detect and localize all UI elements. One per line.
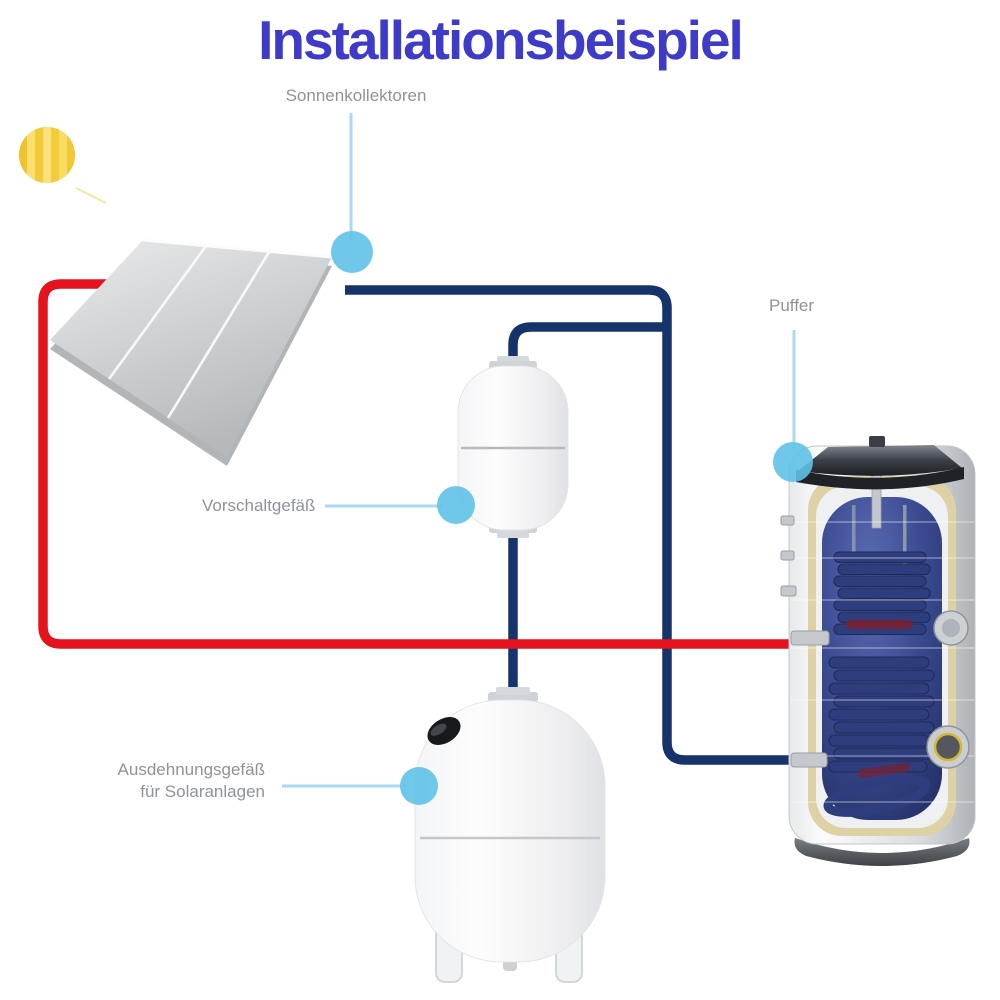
ausdehnungsgefaess-vessel [414, 687, 606, 983]
lower-heat-coil [828, 656, 935, 773]
vessel-valve-cap [427, 717, 461, 745]
label-ausdehnungsgefaess-line1: Ausdehnungsgefäß [117, 760, 265, 779]
dot-ausdehnungsgefaess [400, 767, 438, 805]
page-title: Installationsbeispiel [258, 9, 744, 71]
cutaway-lines [791, 521, 974, 803]
dot-puffer [773, 442, 813, 482]
vorschaltgefaess-vessel [457, 356, 569, 538]
leader-lines [282, 113, 796, 788]
label-vorschaltgefaess: Vorschaltgefäß [202, 496, 316, 515]
label-ausdehnungsgefaess-line2: für Solaranlagen [140, 782, 265, 801]
return-pipe [345, 285, 797, 765]
solar-collector-panel [50, 238, 333, 466]
dot-collectors [331, 231, 373, 273]
upper-heat-coil [833, 551, 931, 635]
flow-pipe [38, 279, 797, 649]
tank-sensor-red [858, 762, 910, 779]
label-puffer: Puffer [769, 296, 815, 315]
tank-sensor-red [846, 620, 912, 629]
sun-ray [75, 187, 107, 204]
coil-end-loop [823, 775, 931, 817]
puffer-tank [780, 436, 976, 866]
label-ausdehnungsgefaess: Ausdehnungsgefäß für Solaranlagen [63, 759, 265, 803]
sun-icon [19, 127, 107, 204]
branch-pipe-upper [508, 322, 667, 374]
connection-dots [331, 231, 813, 805]
tank-port-lower [926, 725, 970, 769]
tank-port-upper [933, 610, 969, 646]
tank-top-cap [796, 436, 964, 490]
dot-vorschaltgefaess [437, 486, 475, 524]
tank-base [794, 838, 970, 866]
label-sonnenkollektoren: Sonnenkollektoren [285, 86, 427, 105]
tank-fittings-left [780, 515, 830, 768]
